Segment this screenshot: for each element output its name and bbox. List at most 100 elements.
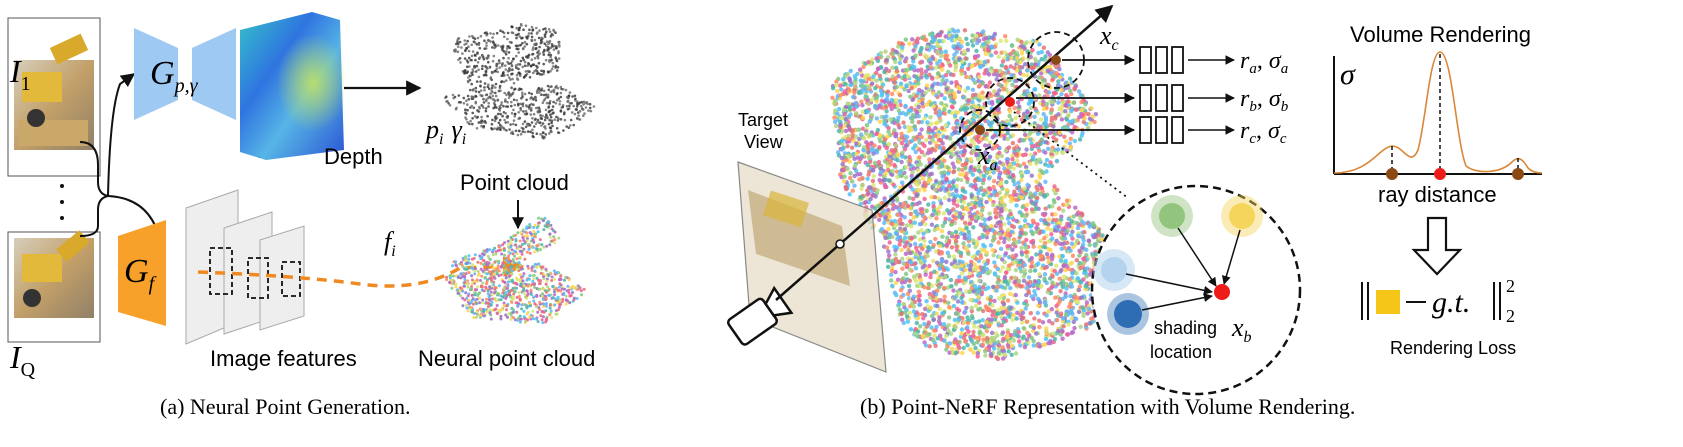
cloud-point — [850, 188, 855, 193]
cloud-point — [1011, 161, 1017, 166]
cloud-point — [482, 263, 486, 267]
cloud-point — [523, 60, 527, 64]
cloud-point — [548, 303, 552, 307]
cloud-point — [532, 98, 535, 101]
cloud-point — [996, 350, 1001, 356]
cloud-point — [962, 232, 967, 237]
cloud-point — [470, 43, 474, 47]
cloud-point — [947, 341, 953, 346]
cloud-point — [976, 319, 982, 324]
cloud-point — [901, 320, 906, 326]
cloud-point — [485, 301, 489, 305]
cloud-point — [1086, 111, 1091, 117]
cloud-point — [517, 51, 520, 54]
cloud-point — [967, 75, 972, 80]
cloud-point — [1072, 124, 1078, 130]
cloud-point — [978, 306, 983, 311]
cloud-point — [938, 321, 943, 327]
cloud-point — [490, 89, 493, 92]
cloud-point — [564, 88, 568, 92]
cloud-point — [491, 248, 495, 252]
cloud-point — [952, 94, 958, 99]
cloud-point — [913, 43, 918, 49]
cloud-point — [515, 310, 519, 314]
cloud-point — [1000, 257, 1005, 262]
cloud-point — [521, 228, 525, 232]
cloud-point — [465, 306, 469, 310]
cloud-point — [860, 182, 865, 188]
cloud-point — [545, 101, 549, 105]
cloud-point — [1048, 247, 1053, 253]
cloud-point — [539, 116, 543, 120]
cloud-point — [467, 56, 471, 60]
cloud-point — [508, 274, 512, 278]
cloud-point — [525, 104, 528, 107]
cloud-point — [454, 285, 458, 289]
cloud-point — [1019, 39, 1024, 45]
cloud-point — [473, 37, 477, 41]
cloud-point — [1026, 288, 1031, 294]
cloud-point — [874, 95, 879, 100]
cloud-point — [872, 160, 878, 166]
cloud-point — [466, 121, 469, 124]
cloud-point — [537, 221, 540, 225]
cloud-point — [495, 67, 499, 70]
cloud-point — [585, 101, 589, 104]
cloud-point — [555, 84, 558, 88]
cloud-point — [991, 170, 996, 175]
cloud-point — [969, 206, 974, 211]
cloud-point — [499, 45, 503, 48]
cloud-point — [1017, 64, 1022, 70]
cloud-point — [947, 180, 952, 185]
cloud-point — [984, 137, 989, 142]
cloud-point — [507, 62, 511, 65]
cloud-point — [550, 108, 554, 112]
cloud-point — [930, 83, 935, 88]
grey-point-cloud — [444, 22, 596, 140]
cloud-point — [470, 310, 474, 314]
cloud-point — [1004, 188, 1009, 193]
cloud-point — [518, 297, 522, 301]
cloud-point — [544, 273, 548, 277]
cloud-point — [490, 300, 494, 304]
cloud-point — [488, 248, 492, 252]
cloud-point — [535, 72, 539, 75]
cloud-point — [980, 90, 985, 95]
cloud-point — [949, 88, 954, 94]
cloud-point — [578, 109, 582, 113]
cloud-point — [504, 121, 508, 124]
cloud-point — [1043, 336, 1049, 342]
cloud-point — [515, 47, 518, 50]
cloud-point — [556, 116, 560, 119]
cloud-point — [549, 126, 553, 130]
cloud-point — [1072, 138, 1078, 144]
cloud-point — [913, 149, 918, 155]
cloud-point — [998, 38, 1003, 43]
cloud-point — [559, 274, 563, 278]
cloud-point — [557, 97, 561, 100]
cloud-point — [572, 296, 576, 300]
cloud-point — [860, 126, 866, 131]
cloud-point — [985, 47, 991, 53]
cloud-point — [567, 126, 571, 129]
cloud-point — [1061, 202, 1066, 207]
cloud-point — [1018, 343, 1023, 348]
cloud-point — [521, 242, 524, 246]
cloud-point — [1019, 320, 1025, 325]
cloud-point — [917, 293, 922, 298]
cloud-point — [992, 260, 997, 265]
cloud-point — [463, 278, 467, 282]
cloud-point — [505, 47, 509, 50]
cloud-point — [516, 247, 520, 251]
cloud-point — [1078, 265, 1083, 271]
cloud-point — [563, 275, 567, 279]
cloud-point — [490, 84, 494, 87]
cloud-point — [1050, 204, 1055, 209]
cloud-point — [477, 43, 481, 47]
cloud-point — [901, 301, 906, 307]
cloud-point — [451, 282, 455, 286]
cloud-point — [1023, 306, 1028, 311]
cloud-point — [518, 279, 522, 283]
cloud-point — [469, 88, 472, 92]
